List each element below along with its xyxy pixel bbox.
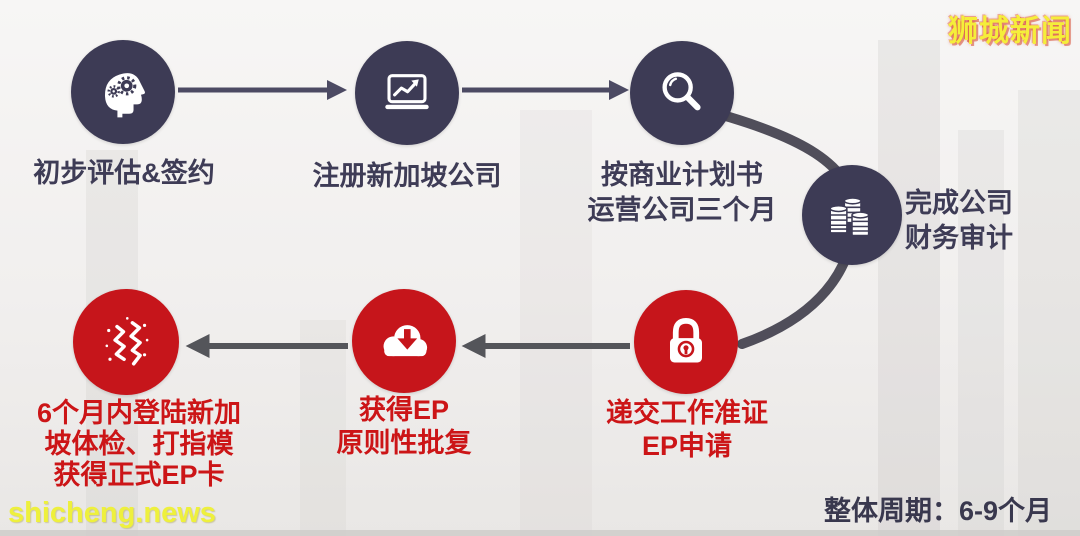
brand-watermark: 狮城新闻 <box>948 15 1072 48</box>
overall-cycle-text: 整体周期：6-9个月 <box>823 496 1052 526</box>
step-label-line: 按商业计划书 <box>601 160 763 190</box>
flow-node-initial-assessment <box>71 40 175 144</box>
step-label-line: 完成公司 <box>905 188 1013 218</box>
step-label-line: 原则性批复 <box>336 428 472 458</box>
step-label-line: 运营公司三个月 <box>587 195 777 225</box>
laptop-chart-icon <box>385 74 429 110</box>
sparks-icon <box>105 317 149 366</box>
step-label-line: 6个月内登陆新加 <box>36 398 242 428</box>
flow-node-ep-approval <box>352 289 456 393</box>
step-label-operate-company: 按商业计划书 运营公司三个月 <box>560 158 804 228</box>
step-label-line: 递交工作准证 <box>606 398 768 428</box>
flow-node-operate-company <box>630 41 734 145</box>
bottom-strip <box>0 530 1080 536</box>
step-label-ep-approval: 获得EP 原则性批复 <box>294 394 514 460</box>
site-watermark: shicheng.news <box>8 497 216 529</box>
step-label-submit-ep: 递交工作准证 EP申请 <box>574 397 800 463</box>
step-label-line: 财务审计 <box>905 223 1013 253</box>
step-label-line-bold: 获得正式EP卡 <box>53 460 225 490</box>
magnifier-icon <box>662 72 701 111</box>
step-label-register-company: 注册新加坡公司 <box>293 154 521 193</box>
step-label-ep-card: 6个月内登陆新加 坡体检、打指模 获得正式EP卡 <box>12 398 266 491</box>
step-label-initial-assessment: 初步评估&签约 <box>10 151 238 190</box>
cloud-download-icon <box>383 325 428 357</box>
step-label-financial-audit: 完成公司 财务审计 <box>905 186 1045 256</box>
step-label-line: 获得EP <box>358 395 450 425</box>
flow-node-ep-card <box>73 289 179 395</box>
coins-icon <box>829 197 870 237</box>
flow-node-submit-ep <box>634 290 738 394</box>
flow-node-financial-audit <box>802 165 902 265</box>
head-gears-icon <box>104 73 145 118</box>
step-label-line: 初步评估&签约 <box>33 158 215 188</box>
flow-node-register-company <box>355 41 459 145</box>
step-label-line: EP申请 <box>641 431 733 461</box>
step-label-line: 坡体检、打指模 <box>44 429 234 459</box>
step-label-line: 注册新加坡公司 <box>312 161 502 191</box>
lock-icon <box>670 317 702 363</box>
